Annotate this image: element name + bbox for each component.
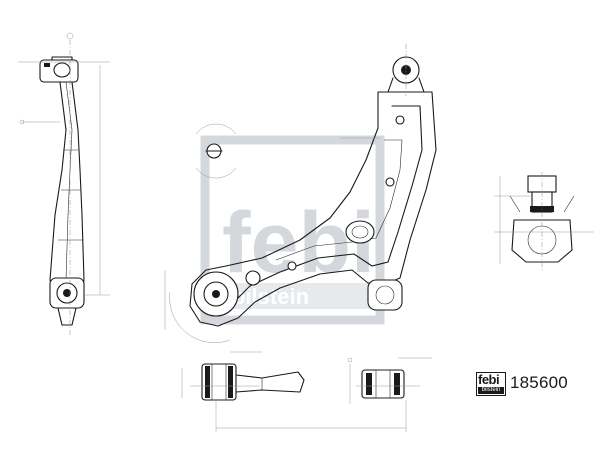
watermark-sub: bilstein [232,284,309,309]
side-view [18,32,110,335]
part-number: 185600 [510,373,568,392]
febi-logo-sub: bilstein [478,387,504,394]
watermark-sub-band [225,283,375,309]
control-arm-main [164,44,437,343]
febi-logo-brand: febi [478,372,500,387]
febi-logo: febi bilstein [476,372,506,396]
ball-joint-detail [494,172,594,272]
watermark-brand: febi [222,195,375,291]
bushing-section-front [347,357,432,404]
bushing-front [367,279,403,311]
bushing-section-rear [181,351,407,432]
